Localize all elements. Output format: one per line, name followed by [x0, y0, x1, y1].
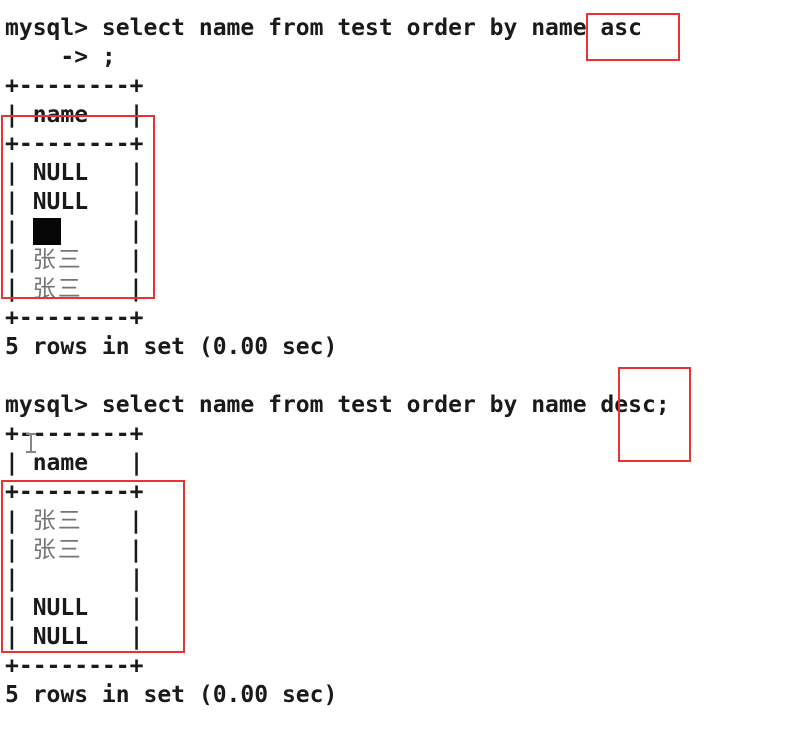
table1-row-zhangsan-1: | 张三| [5, 246, 808, 275]
table2-border-bottom: +--------+ [5, 653, 144, 679]
table2-row-empty: | | [5, 566, 144, 592]
cell-right-pipe: | [129, 218, 143, 244]
cjk-cell-value: 张三 [32, 276, 83, 302]
cell-left-pipe: | [5, 276, 33, 302]
table1-row-block: | | [5, 217, 808, 246]
table1-border-top: +--------+ [5, 73, 144, 99]
table2-row-zhangsan-2: | 张三| [5, 536, 808, 565]
query-continuation: -> ; [5, 44, 116, 70]
blank-line [5, 362, 808, 391]
cjk-cell-value: 张三 [32, 508, 83, 534]
table2-header: | name | [5, 450, 144, 476]
table2-border-top: +--------+ [5, 421, 144, 447]
text-cursor-cap-bottom [26, 451, 36, 453]
table1-border-bottom: +--------+ [5, 305, 144, 331]
text-cursor-icon [25, 433, 37, 453]
cell-left-pipe: | [5, 508, 33, 534]
status-line-1: 5 rows in set (0.00 sec) [5, 334, 338, 360]
query-line-desc: mysql> select name from test order by na… [5, 392, 670, 418]
table2-row-null-1: | NULL | [5, 595, 144, 621]
cell-left-pipe: | [5, 218, 33, 244]
solid-block-cell-value [32, 218, 61, 245]
query-line-asc: mysql> select name from test order by na… [5, 15, 642, 41]
table1-header: | name | [5, 102, 144, 128]
cell-right-pipe: | [129, 247, 143, 273]
text-cursor-stem [30, 433, 32, 453]
cell-left-pipe: | [5, 247, 33, 273]
table2-row-null-2: | NULL | [5, 624, 144, 650]
cell-right-pipe: | [129, 276, 143, 302]
cell-right-pipe: | [129, 508, 143, 534]
cell-left-pipe: | [5, 537, 33, 563]
table1-separator: +--------+ [5, 131, 144, 157]
terminal-output: mysql> select name from test order by na… [5, 14, 808, 710]
cjk-cell-value: 张三 [32, 537, 83, 563]
table1-row-null-1: | NULL | [5, 160, 144, 186]
table2-separator: +--------+ [5, 479, 144, 505]
cjk-cell-value: 张三 [32, 247, 83, 273]
table1-row-zhangsan-2: | 张三| [5, 275, 808, 304]
table1-row-null-2: | NULL | [5, 189, 144, 215]
status-line-2: 5 rows in set (0.00 sec) [5, 682, 338, 708]
table2-row-zhangsan-1: | 张三| [5, 507, 808, 536]
cell-right-pipe: | [129, 537, 143, 563]
